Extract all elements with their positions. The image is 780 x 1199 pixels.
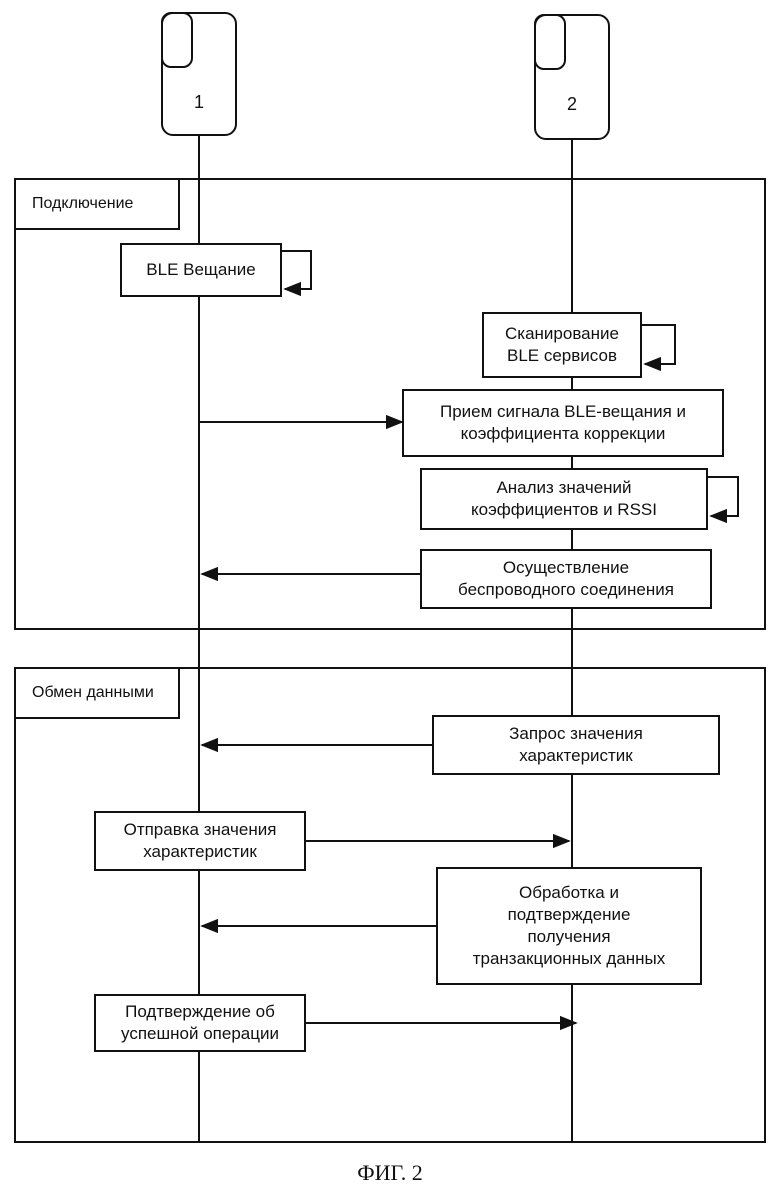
- device-2-tab: [534, 14, 566, 70]
- device-2-label: 2: [536, 94, 608, 115]
- step-establish-connection: Осуществление беспроводного соединения: [420, 549, 712, 609]
- step-analyze-values-text: Анализ значений коэффициентов и RSSI: [471, 477, 657, 521]
- step-establish-connection-text: Осуществление беспроводного соединения: [458, 557, 674, 601]
- step-process-confirm: Обработка и подтверждение получения тран…: [436, 867, 702, 985]
- connection-label: Подключение: [16, 180, 180, 230]
- device-2: 2: [534, 14, 610, 140]
- step-request-characteristics: Запрос значения характеристик: [432, 715, 720, 775]
- step-ble-broadcast: BLE Вещание: [120, 243, 282, 297]
- step-scan-services: Сканирование BLE сервисов: [482, 312, 642, 378]
- step-confirm-success: Подтверждение об успешной операции: [94, 994, 306, 1052]
- figure-caption: ФИГ. 2: [0, 1160, 780, 1186]
- step-process-confirm-text: Обработка и подтверждение получения тран…: [473, 882, 666, 970]
- step-analyze-values: Анализ значений коэффициентов и RSSI: [420, 468, 708, 530]
- device-1-tab: [161, 12, 193, 68]
- step-send-characteristics: Отправка значения характеристик: [94, 811, 306, 871]
- step-confirm-success-text: Подтверждение об успешной операции: [121, 1001, 279, 1045]
- data-exchange-label: Обмен данными: [16, 669, 180, 719]
- device-1: 1: [161, 12, 237, 136]
- step-receive-signal: Прием сигнала BLE-вещания и коэффициента…: [402, 389, 724, 457]
- step-request-characteristics-text: Запрос значения характеристик: [509, 723, 643, 767]
- step-scan-services-text: Сканирование BLE сервисов: [505, 323, 619, 367]
- step-receive-signal-text: Прием сигнала BLE-вещания и коэффициента…: [440, 401, 686, 445]
- step-send-characteristics-text: Отправка значения характеристик: [124, 819, 277, 863]
- device-1-label: 1: [163, 92, 235, 113]
- step-ble-broadcast-text: BLE Вещание: [146, 259, 255, 281]
